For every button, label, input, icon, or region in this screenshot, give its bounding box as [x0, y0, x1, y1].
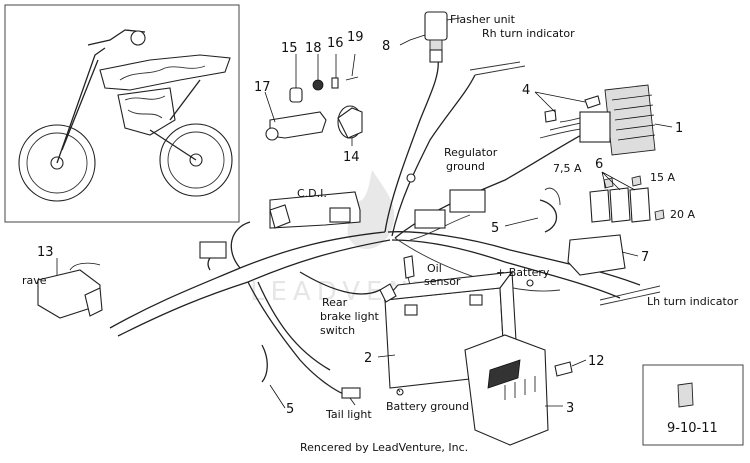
label-tail-light: Tail light	[325, 408, 372, 421]
label-sensor: sensor	[424, 275, 461, 288]
harness-connector-icon	[199, 241, 227, 259]
callout-13: 13	[37, 245, 54, 260]
label-oil: Oil	[427, 262, 442, 275]
label-cdi: C.D.I.	[297, 187, 327, 200]
callout-5-bottom: 5	[286, 402, 294, 417]
fuse-inset	[642, 364, 744, 446]
callout-1: 1	[675, 121, 683, 136]
tail-light-connector-icon	[341, 387, 361, 399]
regulator	[544, 84, 656, 156]
fuse-block	[567, 175, 665, 276]
label-rave: rave	[22, 274, 47, 287]
callout-5-top: 5	[491, 221, 499, 236]
callouts: 1 2 3 4 5 5 6 7 8 12 13 14 15 16 17 18 1…	[37, 30, 718, 436]
blade-fuse-icon	[677, 382, 694, 408]
label-flasher-unit: Flasher unit	[450, 13, 516, 26]
spark-plug-cap-icon	[289, 87, 303, 103]
callout-6: 6	[595, 157, 603, 172]
leader-lines	[56, 34, 673, 409]
screw-icon	[554, 361, 573, 377]
connector-icon	[449, 189, 486, 213]
misc-connectors	[199, 241, 534, 399]
labels: Flasher unit Rh turn indicator Regulator…	[22, 13, 739, 421]
cable-ties	[261, 199, 558, 383]
label-regulator: Regulator	[444, 146, 498, 159]
callout-18: 18	[305, 41, 322, 56]
cable-tie-icon	[539, 199, 558, 233]
label-switch: switch	[320, 324, 355, 337]
ignition-coil-parts	[265, 76, 363, 141]
callout-12: 12	[588, 354, 605, 369]
label-fuse-20a: 20 A	[670, 208, 695, 221]
fuse-holder-icon	[589, 189, 611, 223]
callout-4: 4	[522, 83, 530, 98]
fuse-inset-frame	[642, 364, 744, 446]
callout-8: 8	[382, 39, 390, 54]
callout-19: 19	[347, 30, 364, 45]
rave-unit	[37, 262, 103, 319]
callout-14: 14	[343, 150, 360, 165]
label-rear: Rear	[322, 296, 348, 309]
washer-icon	[312, 79, 324, 91]
label-fuse-15a: 15 A	[650, 171, 675, 184]
flasher-unit	[424, 11, 461, 63]
callout-9-10-11: 9-10-11	[667, 421, 718, 436]
motorcycle-inset	[4, 4, 240, 223]
label-brake-light: brake light	[320, 310, 380, 323]
flasher-unit-icon	[424, 11, 448, 41]
callout-7: 7	[641, 250, 649, 265]
cable-tie-2-icon	[261, 344, 268, 383]
callout-3: 3	[566, 401, 574, 416]
label-fuse-7-5a: 7,5 A	[553, 162, 582, 175]
battery-cover	[464, 334, 573, 446]
label-ground: ground	[446, 160, 485, 173]
oil-sensor-icon	[403, 255, 415, 279]
nut-icon	[331, 77, 339, 89]
label-battery-ground: Battery ground	[386, 400, 469, 413]
callout-15: 15	[281, 41, 298, 56]
brake-switch-icon	[379, 283, 397, 303]
callout-2: 2	[364, 351, 372, 366]
regulator-ground-connector	[406, 173, 486, 229]
label-lh-turn-indicator: Lh turn indicator	[647, 295, 739, 308]
relay-icon	[567, 234, 626, 276]
cdi-unit	[269, 191, 361, 229]
callout-17: 17	[254, 80, 271, 95]
label-rh-turn-indicator: Rh turn indicator	[482, 27, 575, 40]
main-wiring-harness	[109, 59, 661, 399]
inset-frame	[4, 4, 240, 223]
callout-16: 16	[327, 36, 344, 51]
battery-cover-icon	[464, 334, 549, 446]
render-credit: Rencered by LeadVenture, Inc.	[300, 441, 468, 454]
label-plus-battery: + Battery	[496, 266, 550, 279]
